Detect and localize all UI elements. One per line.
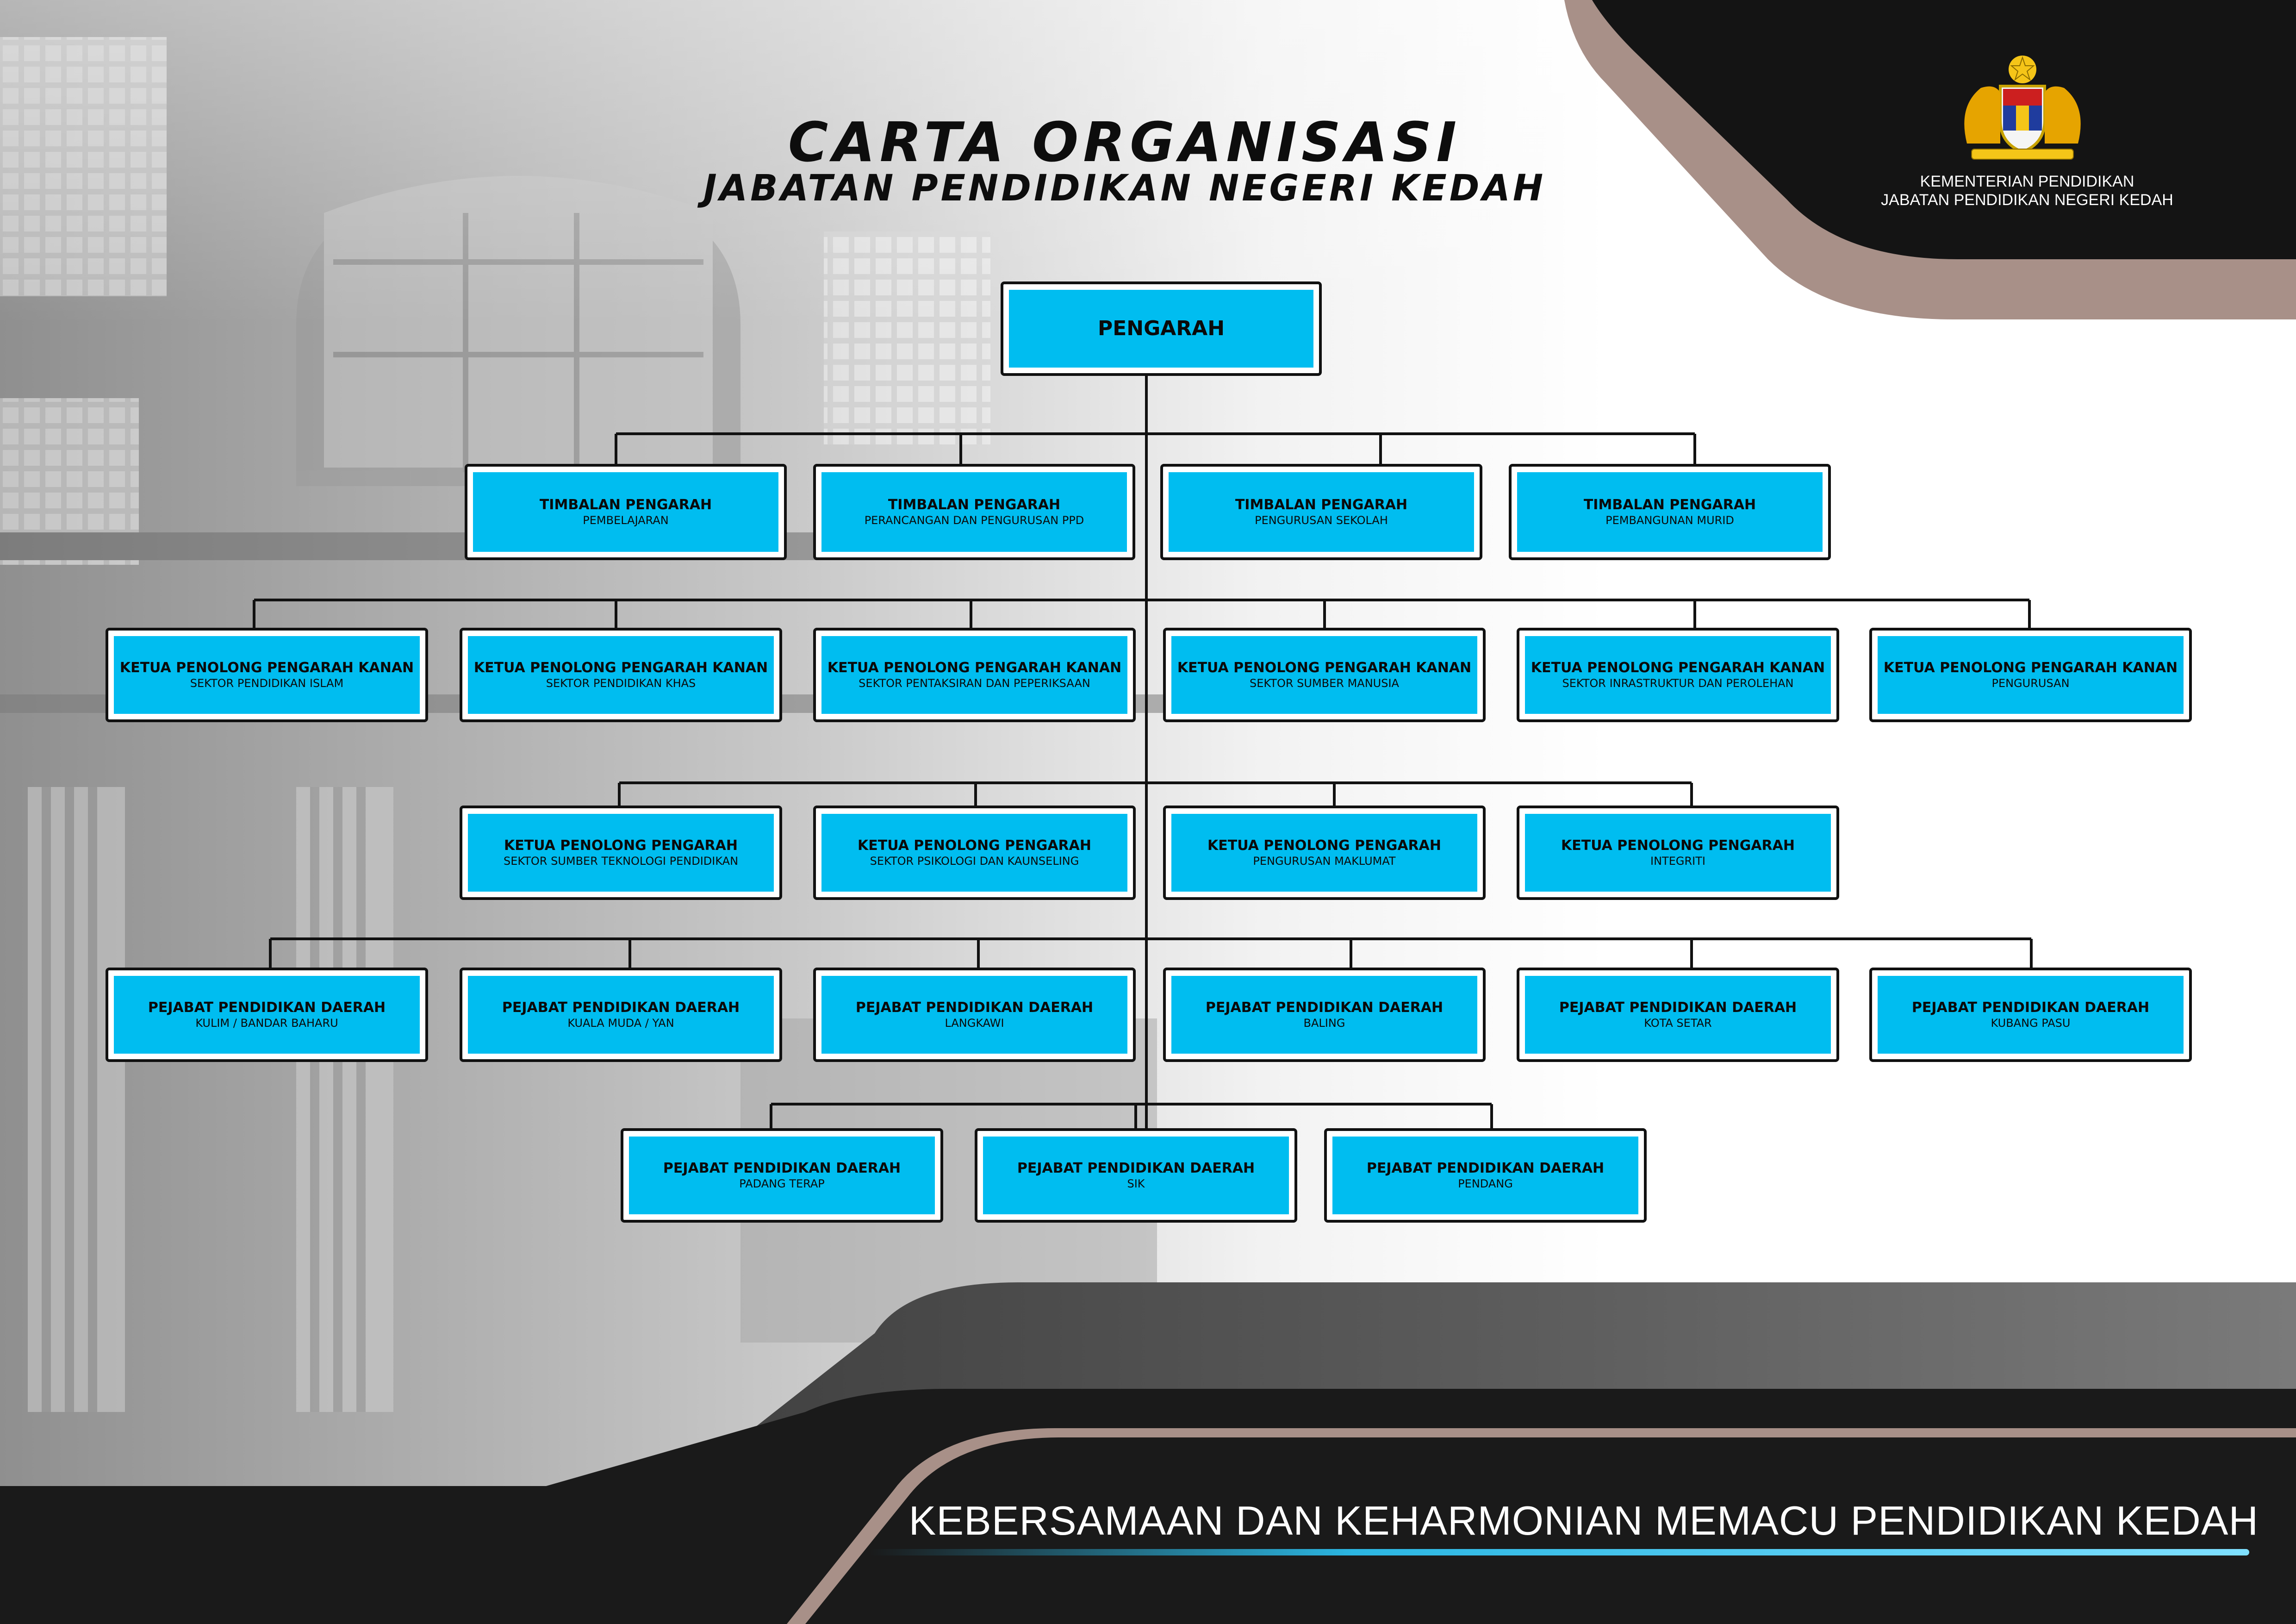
node-title: KETUA PENOLONG PENGARAH KANAN (119, 660, 414, 676)
node-subtitle: KUALA MUDA / YAN (567, 1017, 674, 1030)
node-subtitle: KOTA SETAR (1644, 1017, 1712, 1030)
node-subtitle: SEKTOR PENDIDIKAN ISLAM (190, 677, 344, 690)
node-subtitle: PENDANG (1458, 1177, 1513, 1190)
node-title: PEJABAT PENDIDIKAN DAERAH (502, 999, 740, 1016)
node-title: PEJABAT PENDIDIKAN DAERAH (1017, 1160, 1255, 1176)
node-ppd-sik: PEJABAT PENDIDIKAN DAERAH SIK (975, 1128, 1297, 1223)
node-kppk-pentaksiran: KETUA PENOLONG PENGARAH KANAN SEKTOR PEN… (813, 628, 1136, 722)
node-title: PEJABAT PENDIDIKAN DAERAH (148, 999, 386, 1016)
node-title: KETUA PENOLONG PENGARAH (1561, 837, 1795, 854)
node-title: KETUA PENOLONG PENGARAH KANAN (1177, 660, 1472, 676)
node-subtitle: SEKTOR PENTAKSIRAN DAN PEPERIKSAAN (859, 677, 1090, 690)
node-tp-pembelajaran: TIMBALAN PENGARAH PEMBELAJARAN (465, 464, 787, 560)
node-subtitle: PENGURUSAN SEKOLAH (1255, 514, 1388, 527)
node-subtitle: SIK (1127, 1177, 1145, 1190)
page-subtitle: JABATAN PENDIDIKAN NEGERI KEDAH (703, 168, 1546, 209)
node-kpp-maklumat: KETUA PENOLONG PENGARAH PENGURUSAN MAKLU… (1163, 806, 1486, 900)
node-title: KETUA PENOLONG PENGARAH KANAN (1531, 660, 1825, 676)
node-subtitle: INTEGRITI (1650, 855, 1705, 868)
node-kppk-pengurusan: KETUA PENOLONG PENGARAH KANAN PENGURUSAN (1869, 628, 2192, 722)
node-subtitle: KUBANG PASU (1991, 1017, 2071, 1030)
tagline: KEBERSAMAAN DAN KEHARMONIAN MEMACU PENDI… (908, 1498, 2259, 1543)
node-title: PEJABAT PENDIDIKAN DAERAH (1366, 1160, 1605, 1176)
node-subtitle: SEKTOR PSIKOLOGI DAN KAUNSELING (870, 855, 1079, 868)
node-ppd-padangterap: PEJABAT PENDIDIKAN DAERAH PADANG TERAP (621, 1128, 943, 1223)
node-title: KETUA PENOLONG PENGARAH (858, 837, 1091, 854)
node-ppd-kubangpasu: PEJABAT PENDIDIKAN DAERAH KUBANG PASU (1869, 968, 2192, 1062)
node-ppd-kotasetar: PEJABAT PENDIDIKAN DAERAH KOTA SETAR (1517, 968, 1839, 1062)
page-title: CARTA ORGANISASI (788, 110, 1462, 174)
node-subtitle: SEKTOR SUMBER MANUSIA (1250, 677, 1399, 690)
node-title: PEJABAT PENDIDIKAN DAERAH (663, 1160, 901, 1176)
ministry-line2: JABATAN PENDIDIKAN NEGERI KEDAH (1881, 191, 2173, 209)
node-kppk-infra: KETUA PENOLONG PENGARAH KANAN SEKTOR INR… (1517, 628, 1839, 722)
node-tp-murid: TIMBALAN PENGARAH PEMBANGUNAN MURID (1509, 464, 1831, 560)
node-title: KETUA PENOLONG PENGARAH KANAN (1883, 660, 2178, 676)
node-subtitle: PENGURUSAN MAKLUMAT (1253, 855, 1396, 868)
node-subtitle: SEKTOR INRASTRUKTUR DAN PEROLEHAN (1562, 677, 1794, 690)
node-subtitle: PERANCANGAN DAN PENGURUSAN PPD (864, 514, 1084, 527)
corner-dark-panel (1592, 0, 2296, 259)
node-ppd-kualamuda: PEJABAT PENDIDIKAN DAERAH KUALA MUDA / Y… (460, 968, 782, 1062)
node-kppk-islam: KETUA PENOLONG PENGARAH KANAN SEKTOR PEN… (106, 628, 428, 722)
node-kpp-psikologi: KETUA PENOLONG PENGARAH SEKTOR PSIKOLOGI… (813, 806, 1136, 900)
node-title: TIMBALAN PENGARAH (1235, 497, 1408, 513)
node-subtitle: LANGKAWI (945, 1017, 1004, 1030)
node-subtitle: PEMBELAJARAN (583, 514, 669, 527)
tagline-glow-underline (870, 1549, 2249, 1555)
bottom-dark-band (0, 1389, 2296, 1624)
node-title: KETUA PENOLONG PENGARAH (504, 837, 738, 854)
node-title: PEJABAT PENDIDIKAN DAERAH (1911, 999, 2150, 1016)
node-subtitle: PENGURUSAN (1991, 677, 2070, 690)
node-ppd-baling: PEJABAT PENDIDIKAN DAERAH BALING (1163, 968, 1486, 1062)
node-subtitle: SEKTOR PENDIDIKAN KHAS (546, 677, 696, 690)
node-title: TIMBALAN PENGARAH (888, 497, 1061, 513)
node-kpp-teknologi: KETUA PENOLONG PENGARAH SEKTOR SUMBER TE… (460, 806, 782, 900)
node-kppk-sdm: KETUA PENOLONG PENGARAH KANAN SEKTOR SUM… (1163, 628, 1486, 722)
node-title: TIMBALAN PENGARAH (539, 497, 712, 513)
node-title: KETUA PENOLONG PENGARAH (1207, 837, 1441, 854)
node-kpp-integriti: KETUA PENOLONG PENGARAH INTEGRITI (1517, 806, 1839, 900)
node-title: KETUA PENOLONG PENGARAH KANAN (827, 660, 1122, 676)
node-ppd-langkawi: PEJABAT PENDIDIKAN DAERAH LANGKAWI (813, 968, 1136, 1062)
node-subtitle: SEKTOR SUMBER TEKNOLOGI PENDIDIKAN (503, 855, 739, 868)
ministry-line1: KEMENTERIAN PENDIDIKAN (1920, 173, 2134, 190)
node-ppd-pendang: PEJABAT PENDIDIKAN DAERAH PENDANG (1324, 1128, 1647, 1223)
node-tp-sekolah: TIMBALAN PENGARAH PENGURUSAN SEKOLAH (1160, 464, 1482, 560)
node-pengarah: PENGARAH (1001, 281, 1322, 376)
node-ppd-kulim: PEJABAT PENDIDIKAN DAERAH KULIM / BANDAR… (106, 968, 428, 1062)
node-title: PEJABAT PENDIDIKAN DAERAH (855, 999, 1094, 1016)
node-kppk-khas: KETUA PENOLONG PENGARAH KANAN SEKTOR PEN… (460, 628, 782, 722)
node-tp-perancangan: TIMBALAN PENGARAH PERANCANGAN DAN PENGUR… (813, 464, 1135, 560)
node-title: PEJABAT PENDIDIKAN DAERAH (1205, 999, 1444, 1016)
ministry-label: KEMENTERIAN PENDIDIKAN JABATAN PENDIDIKA… (1819, 172, 2235, 209)
node-title: KETUA PENOLONG PENGARAH KANAN (473, 660, 768, 676)
malaysia-coat-of-arms-icon (1964, 56, 2081, 160)
node-title: PEJABAT PENDIDIKAN DAERAH (1559, 999, 1797, 1016)
node-subtitle: PADANG TERAP (739, 1177, 825, 1190)
node-title: TIMBALAN PENGARAH (1583, 497, 1756, 513)
node-subtitle: PEMBANGUNAN MURID (1605, 514, 1734, 527)
node-subtitle: KULIM / BANDAR BAHARU (195, 1017, 338, 1030)
node-subtitle: BALING (1303, 1017, 1345, 1030)
node-title: PENGARAH (1097, 317, 1225, 340)
